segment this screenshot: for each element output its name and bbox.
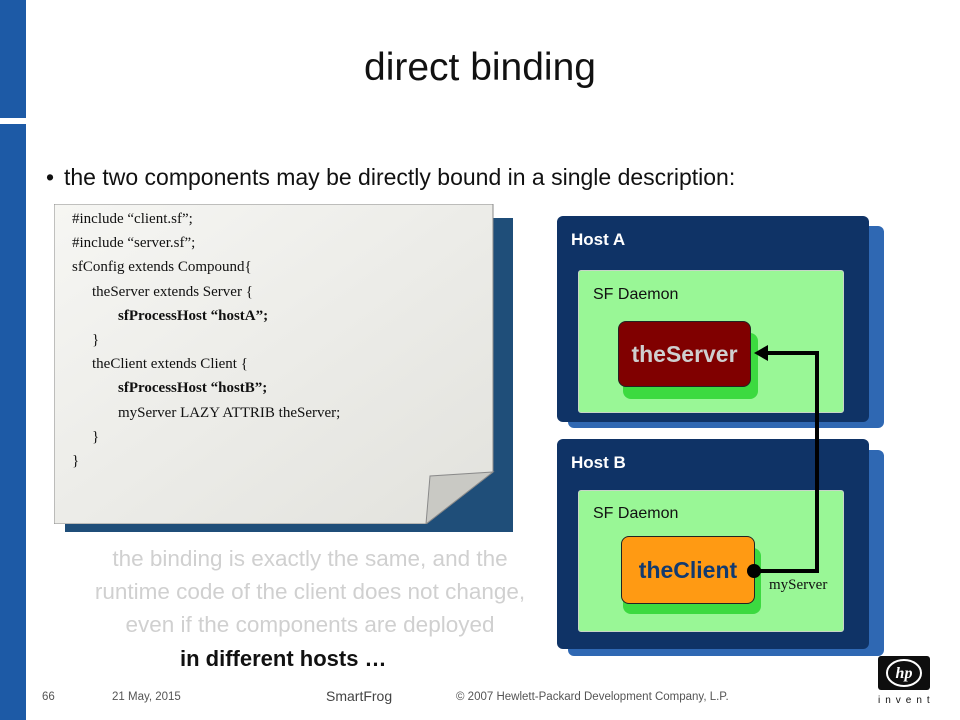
host-b-label: Host B: [571, 453, 626, 472]
hp-logo: hp: [878, 656, 930, 690]
link-label: myServer: [769, 577, 828, 593]
hp-logo-icon: hp: [886, 659, 922, 687]
the-server-component: theServer: [618, 321, 751, 387]
faded-line-3: even if the components are deployed: [125, 612, 495, 637]
bullet-item: • the two components may be directly boun…: [46, 164, 735, 191]
host-b-daemon-label: SF Daemon: [593, 505, 679, 522]
footer-date: 21 May, 2015: [112, 691, 181, 703]
emphasis-text: in different hosts …: [180, 646, 387, 671]
hp-logo-text: hp: [896, 665, 913, 682]
code-line: }: [72, 453, 80, 470]
code-line: #include “server.sf”;: [72, 235, 196, 252]
code-line: }: [92, 332, 100, 349]
code-text: #include “client.sf”; #include “server.sf…: [72, 207, 340, 473]
footer-product: SmartFrog: [326, 688, 393, 704]
hp-tagline: invent: [878, 695, 935, 706]
faded-line-2: runtime code of the client does not chan…: [94, 579, 526, 604]
code-line: theClient extends Client {: [92, 356, 248, 373]
code-line: #include “client.sf”;: [72, 211, 193, 227]
code-line: theServer extends Server {: [92, 283, 253, 300]
code-line: sfConfig extends Compound{: [72, 259, 252, 276]
code-line: }: [92, 428, 100, 445]
faded-explanation: the binding is exactly the same, and the…: [30, 542, 590, 641]
code-line: myServer LAZY ATTRIB theServer;: [118, 404, 341, 421]
code-line: sfProcessHost “hostB”;: [118, 380, 268, 397]
accent-bar-top: [0, 0, 26, 118]
accent-bar-bottom: [0, 124, 26, 720]
bullet-text: the two components may be directly bound…: [64, 164, 736, 190]
slide-title: direct binding: [364, 46, 596, 89]
host-a-label: Host A: [571, 230, 626, 249]
faded-line-1: the binding is exactly the same, and the: [112, 546, 508, 571]
bullet-dot: •: [46, 164, 55, 190]
code-line: sfProcessHost “hostA”;: [118, 307, 269, 324]
host-a-daemon-label: SF Daemon: [593, 286, 679, 303]
footer-copyright: © 2007 Hewlett-Packard Development Compa…: [456, 691, 729, 703]
the-client-component: theClient: [621, 536, 755, 604]
page-number: 66: [42, 691, 55, 703]
binding-arrow: [747, 345, 819, 578]
code-note: [54, 204, 495, 524]
